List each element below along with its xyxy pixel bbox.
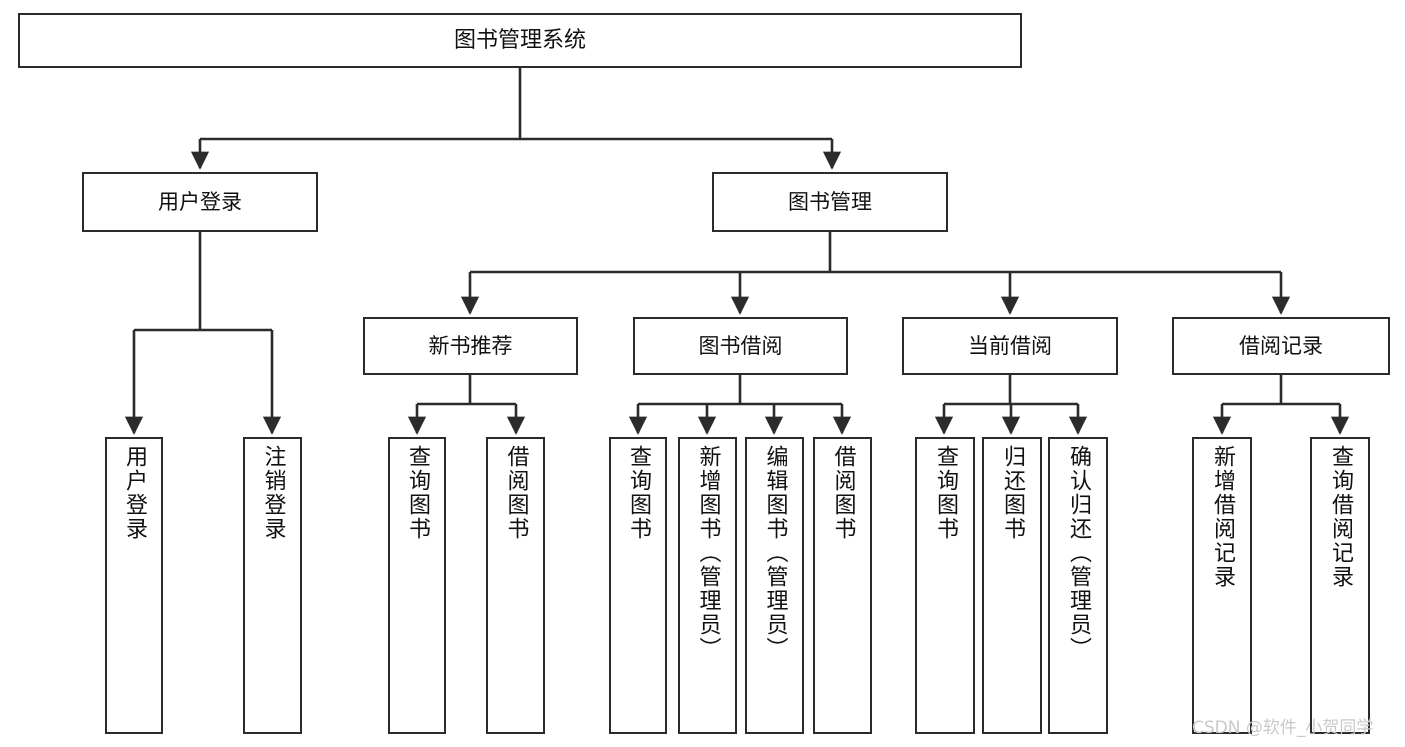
node-label: 注销登录 xyxy=(260,445,286,541)
node-label: 借阅图书 xyxy=(830,445,856,541)
node-leaf-1: 注销登录 xyxy=(243,437,302,734)
node-leaf-6: 编辑图书（管理员） xyxy=(745,437,804,734)
node-label: 新增图书（管理员） xyxy=(695,445,721,661)
node-label: 新增借阅记录 xyxy=(1210,445,1235,589)
node-label: 图书管理 xyxy=(788,189,872,214)
node-leaf-10: 确认归还（管理员） xyxy=(1048,437,1108,734)
node-label: 借阅图书 xyxy=(503,445,529,541)
node-leaf-0: 用户登录 xyxy=(105,437,163,734)
node-label: 新书推荐 xyxy=(428,333,513,358)
node-label: 确认归还（管理员） xyxy=(1066,445,1091,661)
node-root: 图书管理系统 xyxy=(18,13,1022,68)
node-level3-3: 借阅记录 xyxy=(1172,317,1390,375)
node-leaf-11: 新增借阅记录 xyxy=(1192,437,1252,734)
node-label: 借阅记录 xyxy=(1239,333,1323,358)
node-leaf-9: 归还图书 xyxy=(982,437,1042,734)
node-level3-0: 新书推荐 xyxy=(363,317,578,375)
node-label: 用户登录 xyxy=(158,189,242,214)
csdn-watermark: CSDN @软件_小贺同学 xyxy=(1192,718,1374,738)
node-label: 查询图书 xyxy=(405,445,430,541)
node-label: 用户登录 xyxy=(122,445,147,541)
node-label: 查询图书 xyxy=(626,445,651,541)
node-leaf-7: 借阅图书 xyxy=(813,437,872,734)
node-leaf-3: 借阅图书 xyxy=(486,437,545,734)
node-leaf-12: 查询借阅记录 xyxy=(1310,437,1370,734)
node-label: 查询图书 xyxy=(933,445,958,541)
node-leaf-4: 查询图书 xyxy=(609,437,667,734)
node-label: 编辑图书（管理员） xyxy=(762,445,788,661)
node-leaf-8: 查询图书 xyxy=(915,437,975,734)
node-label: 图书借阅 xyxy=(698,333,783,358)
node-leaf-2: 查询图书 xyxy=(388,437,446,734)
node-level3-2: 当前借阅 xyxy=(902,317,1118,375)
node-label: 图书管理系统 xyxy=(453,27,586,53)
node-level2-1: 图书管理 xyxy=(712,172,948,232)
node-leaf-5: 新增图书（管理员） xyxy=(678,437,737,734)
node-label: 当前借阅 xyxy=(968,333,1052,358)
node-level3-1: 图书借阅 xyxy=(633,317,848,375)
node-level2-0: 用户登录 xyxy=(82,172,318,232)
node-label: 归还图书 xyxy=(1000,445,1025,541)
node-label: 查询借阅记录 xyxy=(1328,445,1353,589)
